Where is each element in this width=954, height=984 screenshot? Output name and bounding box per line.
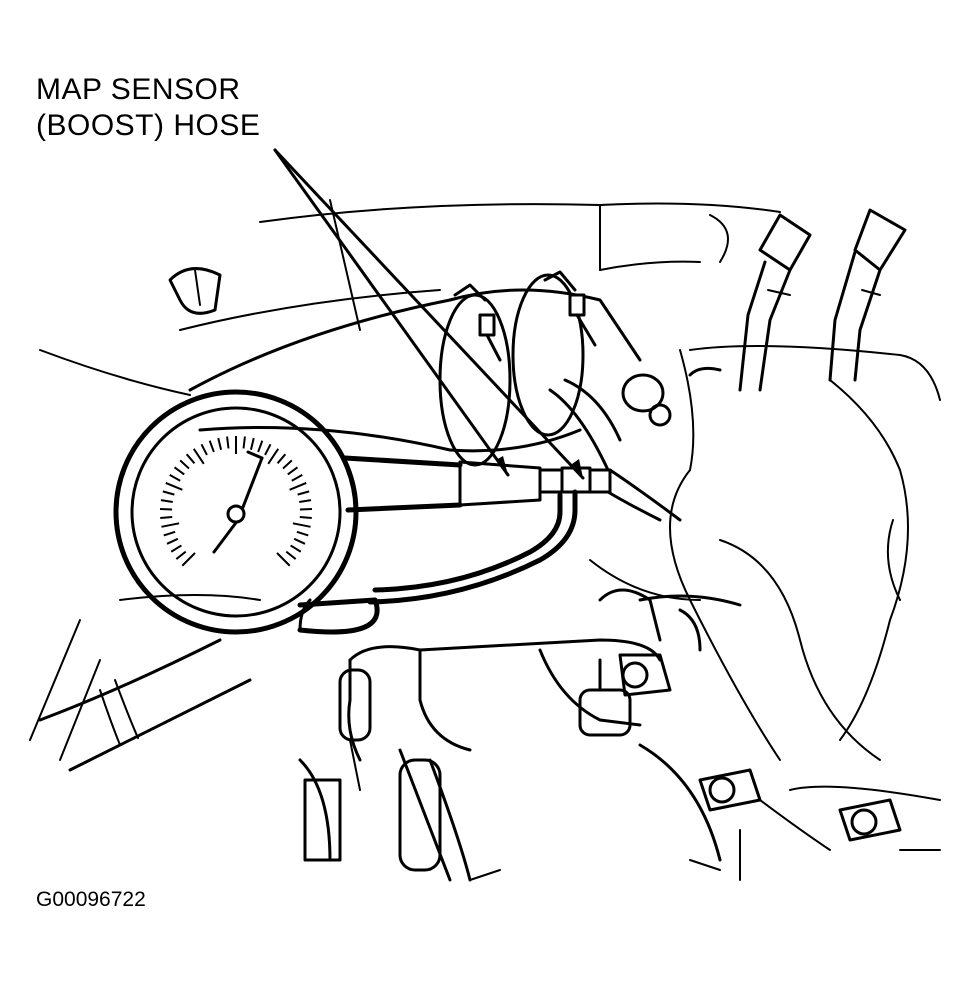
gauge-tick [208,440,215,453]
fuel-lines [738,208,907,392]
gauge-tick [169,473,181,482]
gauge-tick [290,544,302,553]
gauge-tick [165,481,183,491]
gauge-dial [160,436,312,567]
gauge-tick [287,466,299,476]
gauge-tick [297,490,310,496]
gauge-tick [217,437,223,451]
gauge-tick [276,552,291,567]
gauge-tick [292,522,311,528]
gauge-tick [162,490,175,496]
intake-duct [188,270,722,467]
lower-engine [298,588,941,882]
gauge-tick [293,537,306,545]
gauge-tick [276,453,287,464]
gauge-tick [264,443,272,456]
gauge-tick [200,443,208,456]
gauge-tick [179,459,190,470]
gauge-hose [297,455,612,635]
map-sensor-hose [548,378,682,522]
gauge-tick [257,440,264,453]
gauge-tick [291,473,303,482]
gauge-tick [299,499,312,503]
gauge-tick [299,516,312,519]
gauge-tick [161,522,180,528]
gauge-tick [163,530,176,537]
gauge-tick [192,448,205,465]
gauge-tick [160,516,173,519]
gauge-tick [289,481,307,491]
gauge-tick [173,466,185,476]
gauge-tick [170,544,182,553]
gauge-tick [285,550,297,560]
callout-line-2: (BOOST) HOSE [36,109,261,142]
map-sensor-hose-label: MAP SENSOR (BOOST) HOSE [36,72,260,144]
left-hose [38,638,252,772]
gauge-tick [249,437,255,451]
callout-leader [273,148,585,480]
gauge-tick [185,453,196,464]
callout-line-1: MAP SENSOR [36,73,241,106]
gauge-tick [175,550,187,560]
gauge-tick [267,448,280,465]
gauge-tick [181,552,196,567]
engine-background [29,199,941,761]
gauge-tick [282,459,293,470]
gauge-tick [296,530,309,537]
gauge-tick [160,499,173,503]
gauge-tick [166,537,179,545]
figure-id: G00096722 [36,888,146,911]
hose-clip [168,267,222,315]
gauge-tick [226,436,230,449]
gauge-tick [242,436,246,449]
